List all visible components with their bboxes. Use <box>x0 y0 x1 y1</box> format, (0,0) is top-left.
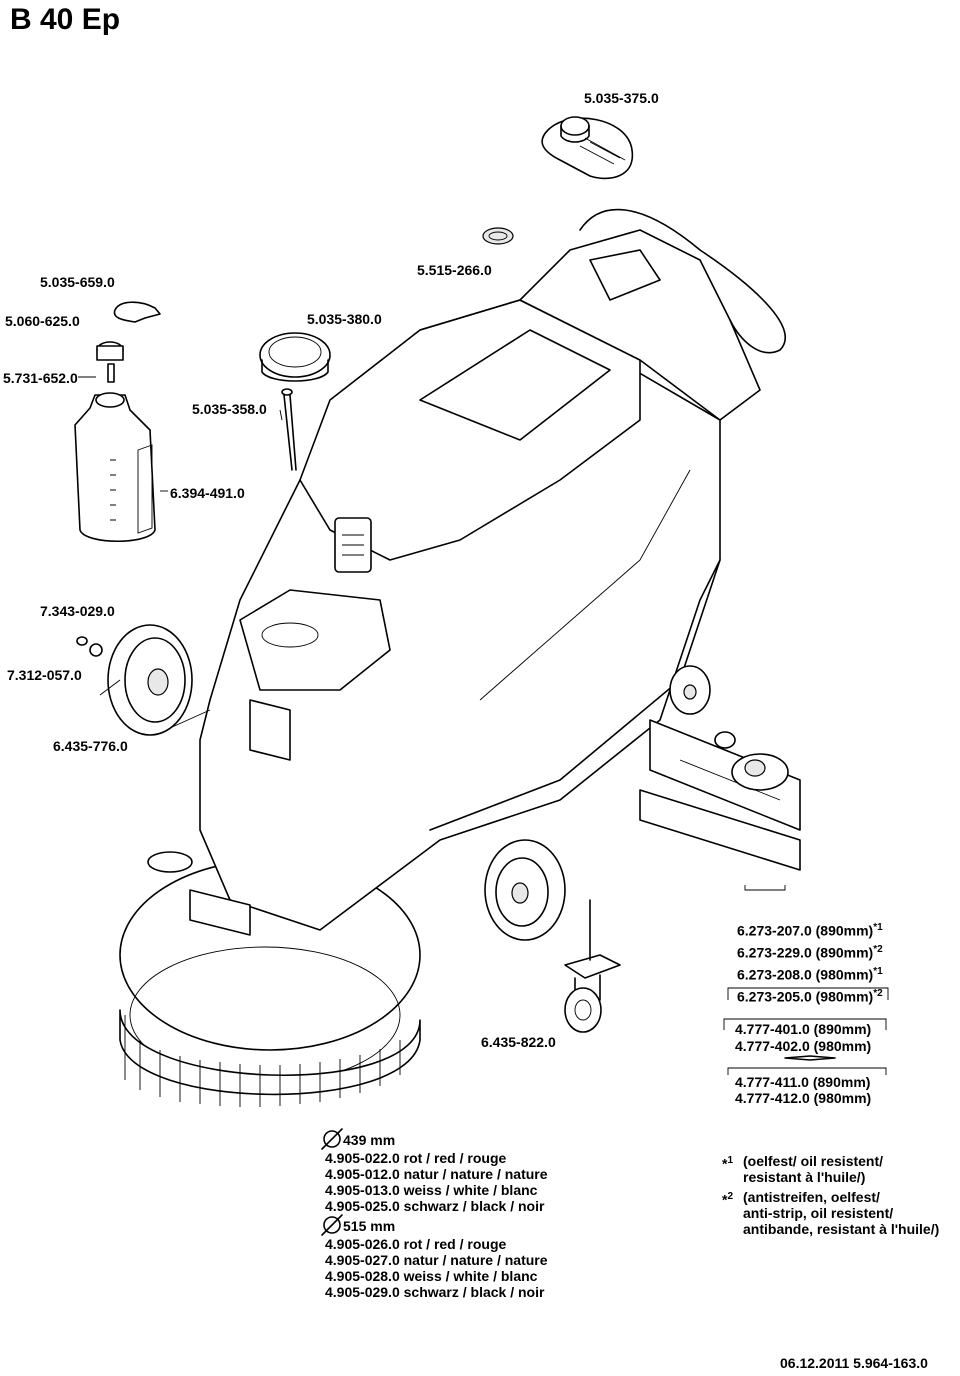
label-6435-776: 6.435-776.0 <box>53 738 128 754</box>
page-title: B 40 Ep <box>10 3 121 36</box>
label-5035-358: 5.035-358.0 <box>192 401 267 417</box>
caster-part <box>564 899 621 1033</box>
detergent-bottle-part <box>74 301 161 543</box>
tray-cover-part <box>541 116 634 180</box>
blade-item: 4.777-402.0 (980mm) <box>735 1038 872 1054</box>
label-5035-659: 5.035-659.0 <box>40 274 115 290</box>
label-5515-266: 5.515-266.0 <box>417 262 492 278</box>
note-1-line: resistant à l'huile/) <box>743 1169 866 1185</box>
note-2-line: (antistreifen, oelfest/ <box>743 1189 880 1205</box>
label-5731-652: 5.731-652.0 <box>3 370 78 386</box>
squeegee-item: 6.273-207.0 (890mm)*1 <box>737 922 883 939</box>
diameter-symbols <box>321 1128 343 1236</box>
pad-size-heading-439: 439 mm <box>343 1132 396 1148</box>
note-1-marker: *1 <box>722 1155 734 1172</box>
blade-item: 4.777-412.0 (980mm) <box>735 1090 872 1106</box>
squeegee-item: 6.273-205.0 (980mm)*2 <box>737 988 883 1005</box>
label-7312-057: 7.312-057.0 <box>7 667 82 683</box>
blade-item: 4.777-411.0 (890mm) <box>735 1074 871 1090</box>
squeegee-assembly <box>639 719 801 891</box>
pad-item: 4.905-012.0 natur / nature / nature <box>325 1166 548 1182</box>
label-brackets <box>723 987 889 1075</box>
pad-item: 4.905-013.0 weiss / white / blanc <box>325 1182 538 1198</box>
label-5035-380: 5.035-380.0 <box>307 311 382 327</box>
pad-item: 4.905-025.0 schwarz / black / noir <box>325 1198 545 1214</box>
filter-part <box>482 227 514 245</box>
label-5060-625: 5.060-625.0 <box>5 313 80 329</box>
leader-lines <box>78 376 283 729</box>
note-1-line: (oelfest/ oil resistent/ <box>743 1153 884 1169</box>
pad-item: 4.905-029.0 schwarz / black / noir <box>325 1284 545 1300</box>
blade-item: 4.777-401.0 (890mm) <box>735 1021 872 1037</box>
pad-item: 4.905-022.0 rot / red / rouge <box>325 1150 507 1166</box>
pad-item: 4.905-026.0 rot / red / rouge <box>325 1236 507 1252</box>
label-7343-029: 7.343-029.0 <box>40 603 115 619</box>
rear-wheel-part <box>76 624 193 736</box>
note-2-marker: *2 <box>722 1191 734 1208</box>
label-5035-375: 5.035-375.0 <box>584 90 659 106</box>
squeegee-item: 6.273-208.0 (980mm)*1 <box>737 966 883 983</box>
pad-item: 4.905-027.0 natur / nature / nature <box>325 1252 548 1268</box>
tank-lid-part <box>259 332 331 471</box>
squeegee-item: 6.273-229.0 (890mm)*2 <box>737 944 883 961</box>
note-2-line: anti-strip, oil resistent/ <box>743 1205 894 1221</box>
pad-item: 4.905-028.0 weiss / white / blanc <box>325 1268 538 1284</box>
machine-body <box>119 208 786 1107</box>
label-6435-822: 6.435-822.0 <box>481 1034 556 1050</box>
footer-date-docnumber: 06.12.2011 5.964-163.0 <box>780 1355 928 1371</box>
note-2-line: antibande, resistant à l'huile/) <box>743 1221 940 1237</box>
label-6394-491: 6.394-491.0 <box>170 485 245 501</box>
pad-size-heading-515: 515 mm <box>343 1218 396 1234</box>
